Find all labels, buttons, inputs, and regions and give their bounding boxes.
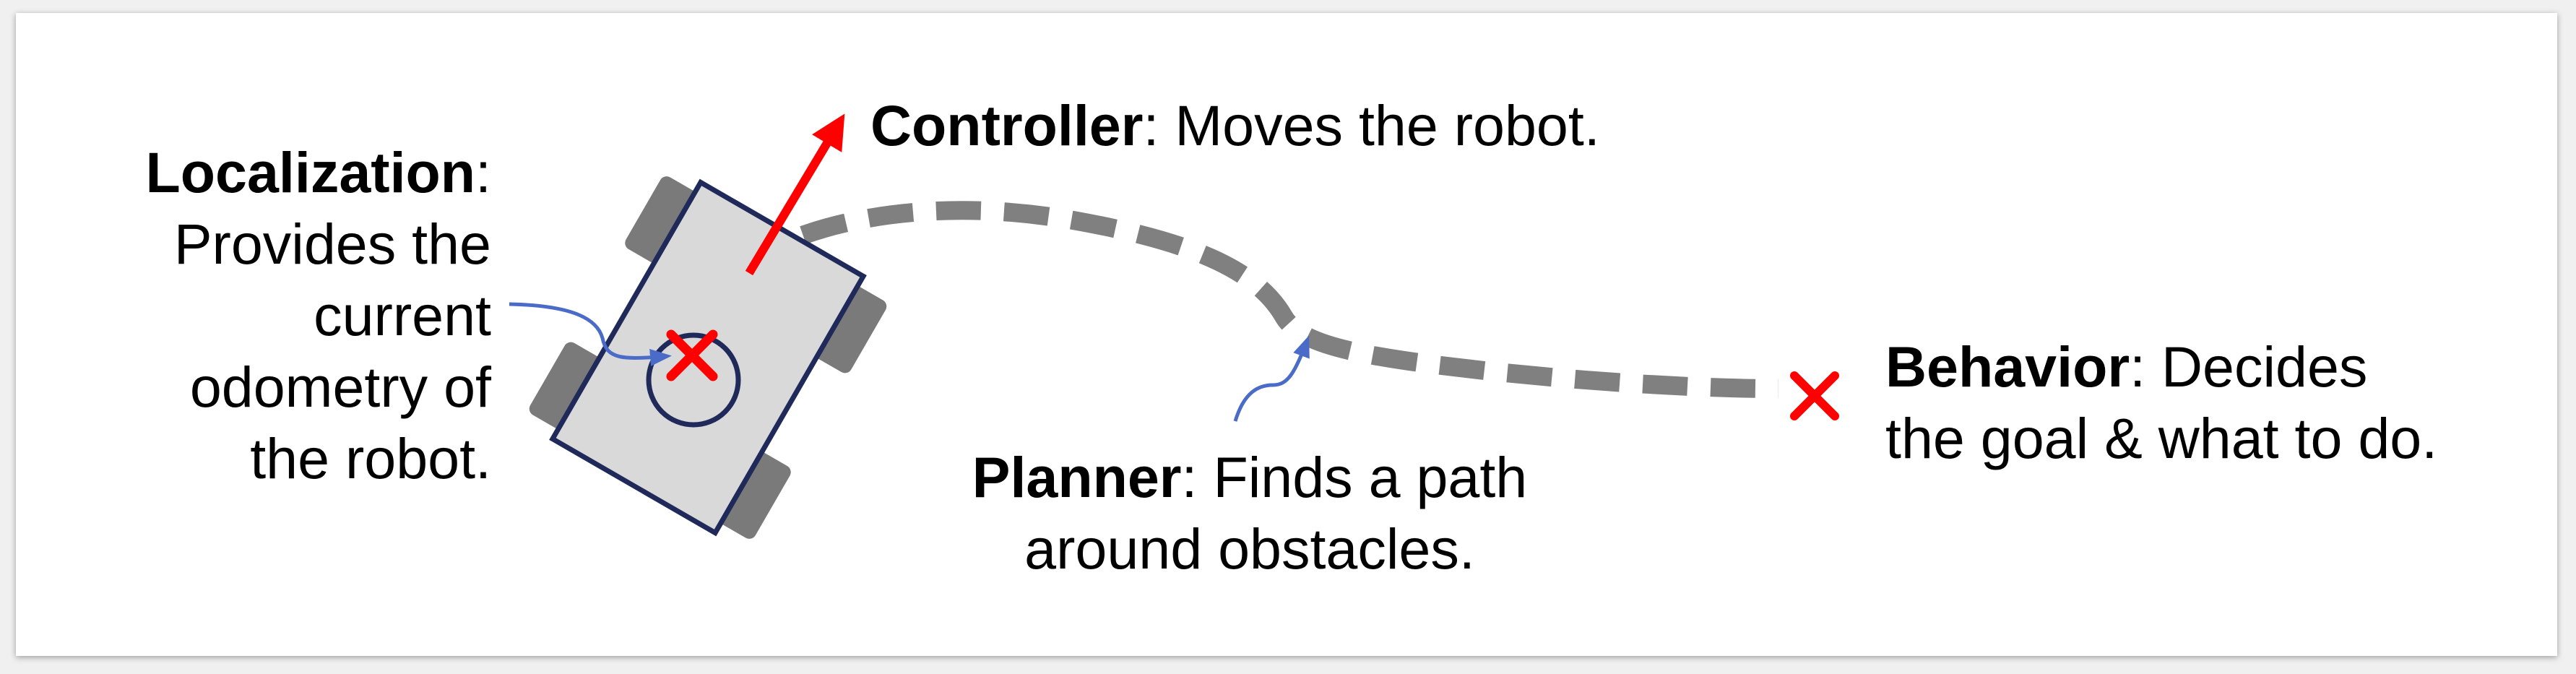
wheel-icon: [625, 176, 699, 265]
odometry-circle: [646, 332, 741, 428]
goal-marker-icon: [1790, 371, 1839, 420]
localization-line-2: current: [314, 283, 491, 347]
localization-pointer-arrow: [509, 302, 672, 366]
controller-label: Controller: Moves the robot.: [870, 90, 1600, 161]
localization-line-1: Provides the: [173, 212, 491, 276]
planner-description-1: : Finds a path: [1181, 445, 1528, 509]
planner-line-2: around obstacles.: [1024, 517, 1475, 581]
planned-path: [737, 201, 1779, 398]
controller-arrow: [745, 113, 845, 276]
controller-title: Controller: [870, 93, 1144, 157]
localization-separator: :: [475, 140, 491, 204]
wheel-icon: [529, 342, 603, 431]
planner-line-1: Planner: Finds a path: [939, 441, 1560, 513]
robot-position-marker-icon: [666, 329, 718, 381]
controller-description: : Moves the robot.: [1143, 93, 1600, 157]
localization-label: Localization:: [146, 137, 491, 208]
localization-title: Localization: [145, 140, 476, 204]
planner-title: Planner: [972, 445, 1182, 509]
localization-line-4: the robot.: [250, 426, 491, 491]
behavior-label: Behavior: Decides the goal & what to do.: [1885, 331, 2437, 474]
behavior-title: Behavior: [1885, 334, 2130, 399]
wheel-icon: [717, 450, 791, 539]
planner-pointer-arrow: [1233, 335, 1310, 422]
robot-body: [549, 178, 867, 537]
behavior-description-1: : Decides: [2130, 334, 2368, 399]
localization-line-3: odometry of: [189, 355, 491, 419]
planner-label: Planner: Finds a path around obstacles.: [939, 441, 1560, 584]
wheel-icon: [813, 285, 887, 373]
robot-navigation-diagram: [509, 113, 1839, 539]
diagram-frame: Localization: Provides the current odome…: [16, 13, 2557, 656]
behavior-line-2: the goal & what to do.: [1885, 406, 2438, 470]
robot: [529, 176, 887, 539]
behavior-line-1: Behavior: Decides: [1885, 331, 2437, 402]
